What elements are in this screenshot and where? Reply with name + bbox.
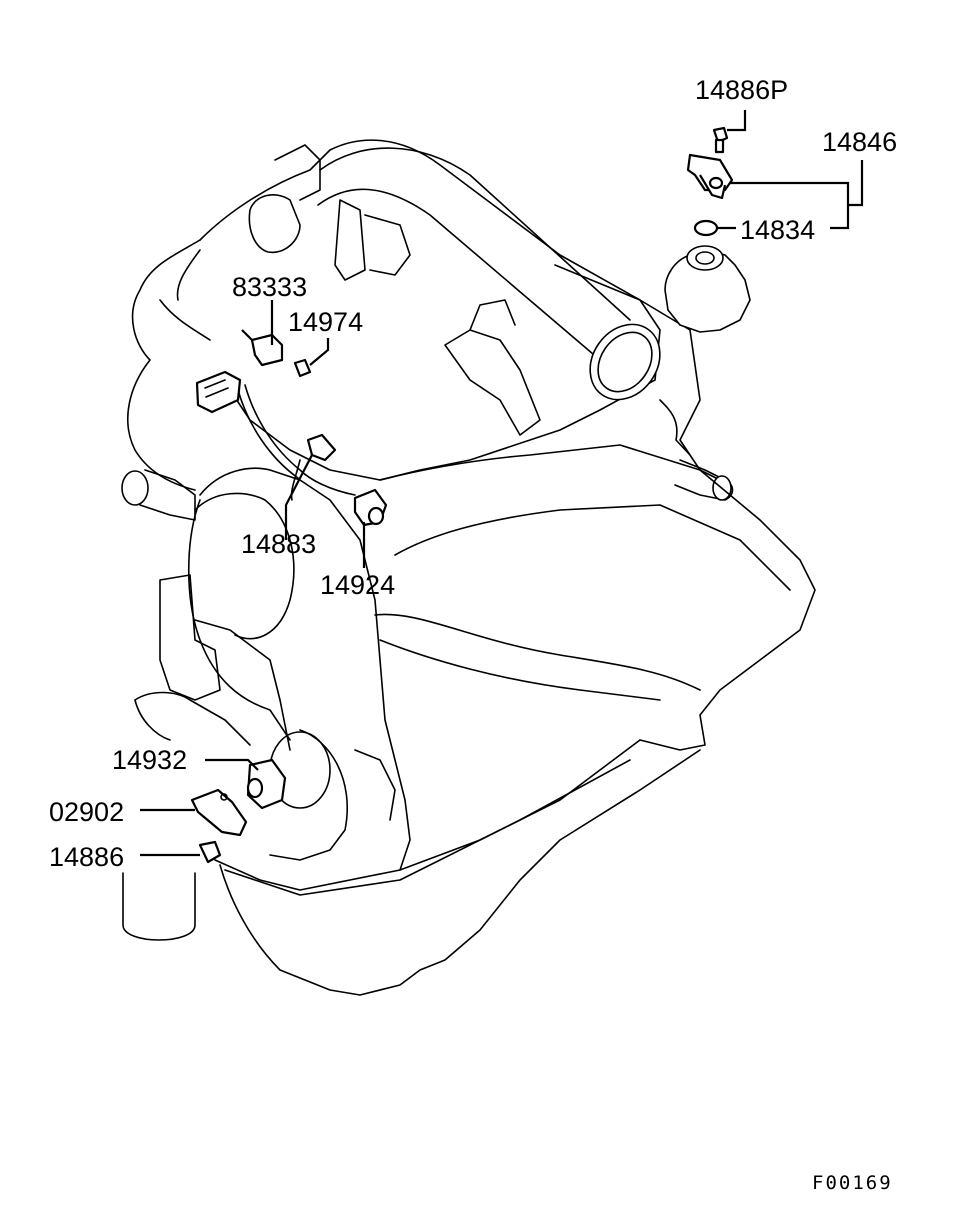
crank-sensor-14932-icon [246, 758, 287, 810]
wire-clip-83333-icon [241, 329, 284, 367]
callout-83333: 83333 [232, 272, 307, 302]
callout-14932: 14932 [112, 745, 187, 775]
harness-clamp-14883-icon [306, 433, 337, 462]
callout-02902: 02902 [49, 797, 124, 827]
figure-code: F00169 [812, 1172, 893, 1194]
callout-14886: 14886 [49, 842, 124, 872]
cam-position-sensor [686, 153, 734, 200]
bolt-14886p-icon [712, 126, 729, 154]
leader-lines [140, 110, 864, 857]
knock-sensor-14924-icon [353, 488, 388, 527]
engine-outline [121, 139, 816, 996]
sensor-housing [664, 245, 751, 333]
callout-14883: 14883 [241, 529, 316, 559]
callout-14834: 14834 [740, 215, 815, 245]
bolt-14886-icon [198, 840, 222, 864]
bolt-14974-icon [293, 358, 312, 378]
connector-icon [195, 370, 242, 414]
callout-14924: 14924 [320, 570, 395, 600]
callout-14886p: 14886P [695, 75, 788, 105]
callout-14974: 14974 [288, 307, 363, 337]
bracket-02902-icon [190, 788, 248, 837]
callout-14846: 14846 [822, 127, 897, 157]
o-ring-icon [693, 219, 719, 237]
